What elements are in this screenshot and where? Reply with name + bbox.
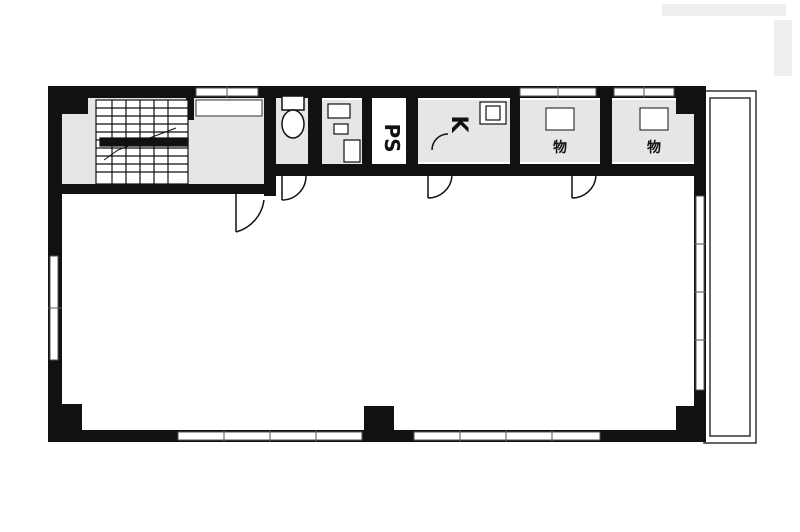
door-storage	[571, 175, 597, 199]
scan-marks	[662, 4, 792, 76]
wall-toilet-right	[308, 86, 322, 176]
door-stair	[235, 194, 265, 233]
storage-label-1: 物	[553, 139, 567, 156]
window-top-kitchen	[519, 86, 597, 98]
wall-ps	[362, 86, 372, 176]
stairs-icon	[95, 99, 189, 185]
wall-ps-right	[406, 86, 418, 176]
landing	[195, 99, 263, 117]
wall-core-left	[264, 86, 276, 196]
window-bottom-right	[413, 430, 601, 442]
storage-label-2: 物	[647, 139, 661, 156]
column-tr	[676, 86, 706, 114]
kitchen-label: K	[446, 115, 471, 133]
door-k-inner	[431, 133, 449, 151]
column-br	[676, 406, 706, 442]
toilet-icon	[281, 95, 305, 139]
ps-label: PS	[380, 123, 404, 152]
wall-k-right	[510, 86, 520, 176]
column-bl	[48, 404, 82, 442]
wall-stair-right	[186, 86, 194, 120]
wall-core-bottom	[266, 164, 694, 176]
door-toilet	[281, 175, 307, 201]
wall-stair-bottom	[48, 184, 274, 194]
doors	[235, 133, 597, 233]
balcony	[703, 90, 757, 444]
window-top-storage	[613, 86, 675, 98]
kitchen-sink-icon	[479, 101, 507, 125]
storage-cabinets	[545, 107, 669, 131]
window-right	[694, 195, 706, 391]
window-bottom-left	[177, 430, 363, 442]
wall-store-mid	[600, 86, 612, 176]
window-top-stair	[195, 86, 259, 98]
windows	[48, 86, 706, 442]
door-kitchen	[427, 175, 453, 199]
window-left	[48, 255, 62, 361]
column-tl	[48, 86, 88, 114]
sink-icon	[327, 103, 361, 163]
column-bottom-mid	[364, 406, 394, 442]
